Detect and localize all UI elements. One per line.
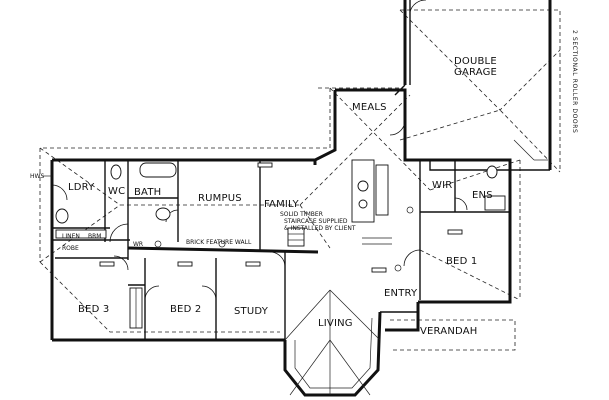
living-bay xyxy=(283,289,382,397)
ldry-label: LDRY xyxy=(68,182,95,193)
wir-label: WIR xyxy=(432,180,452,191)
light-point-icon xyxy=(406,206,414,214)
garage-label-line1: DOUBLE xyxy=(454,56,497,67)
garage-door-note: 2 SECTIONAL ROLLER DOORS xyxy=(571,30,578,133)
bath-tub-icon xyxy=(139,162,177,178)
bed2-window-icon xyxy=(177,261,193,267)
ens-label: ENS xyxy=(472,190,493,201)
bath-label: BATH xyxy=(134,187,161,198)
staircase-note-line2: STAIRCASE SUPPLIED xyxy=(284,218,348,225)
ldry-tub-icon xyxy=(55,208,69,224)
doors xyxy=(51,119,468,301)
annotations: HWS LINEN BRM BRICK FEATURE WALL WR ROBE… xyxy=(30,30,578,252)
family-window-icon xyxy=(257,162,273,168)
study-window-icon xyxy=(245,261,261,267)
living-label: LIVING xyxy=(318,318,353,329)
ens-toilet-icon xyxy=(486,165,498,179)
family-label: FAMILY xyxy=(264,199,299,210)
bed1-label: BED 1 xyxy=(446,256,477,267)
wr-label: WR xyxy=(133,241,143,248)
fixtures xyxy=(55,162,506,329)
staircase-note-line1: SOLID TIMBER xyxy=(280,211,323,218)
verandah-label: VERANDAH xyxy=(420,326,478,337)
staircase-note-line3: & INSTALLED BY CLIENT xyxy=(284,225,356,232)
hws-label: HWS xyxy=(30,173,44,180)
light-point-icon xyxy=(154,240,162,248)
light-point-icon xyxy=(218,240,226,248)
study-label: STUDY xyxy=(234,306,269,317)
entry-window-icon xyxy=(371,267,387,273)
bath-basin-icon xyxy=(155,207,171,221)
brick-feature-wall-label: BRICK FEATURE WALL xyxy=(186,239,252,246)
bed2-label: BED 2 xyxy=(170,304,201,315)
wc-label: WC xyxy=(108,186,125,197)
wc-toilet-icon xyxy=(110,164,122,180)
bed3-label: BED 3 xyxy=(78,304,109,315)
rumpus-label: RUMPUS xyxy=(198,193,242,204)
cooktop-icon xyxy=(358,199,368,209)
linen-label: LINEN xyxy=(62,233,80,240)
brm-label: BRM xyxy=(88,233,101,240)
linen-cupboard-icon xyxy=(55,229,107,239)
bed3-window-icon xyxy=(99,261,115,267)
meals-label: MEALS xyxy=(352,102,387,113)
bed1-window-icon xyxy=(447,229,463,235)
staircase-icon xyxy=(287,227,305,247)
garage-label-line2: GARAGE xyxy=(454,67,497,78)
garage-walls xyxy=(394,0,552,171)
entry-label: ENTRY xyxy=(384,288,418,299)
kitchen-sink-icon xyxy=(357,180,369,192)
house-walls xyxy=(50,88,512,342)
room-labels: DOUBLE GARAGE MEALS LDRY WC BATH RUMPUS … xyxy=(68,56,497,337)
ens-shower-icon xyxy=(484,195,506,211)
roof-lines xyxy=(39,9,561,351)
robe-label: ROBE xyxy=(62,245,79,252)
light-point-icon xyxy=(394,264,402,272)
